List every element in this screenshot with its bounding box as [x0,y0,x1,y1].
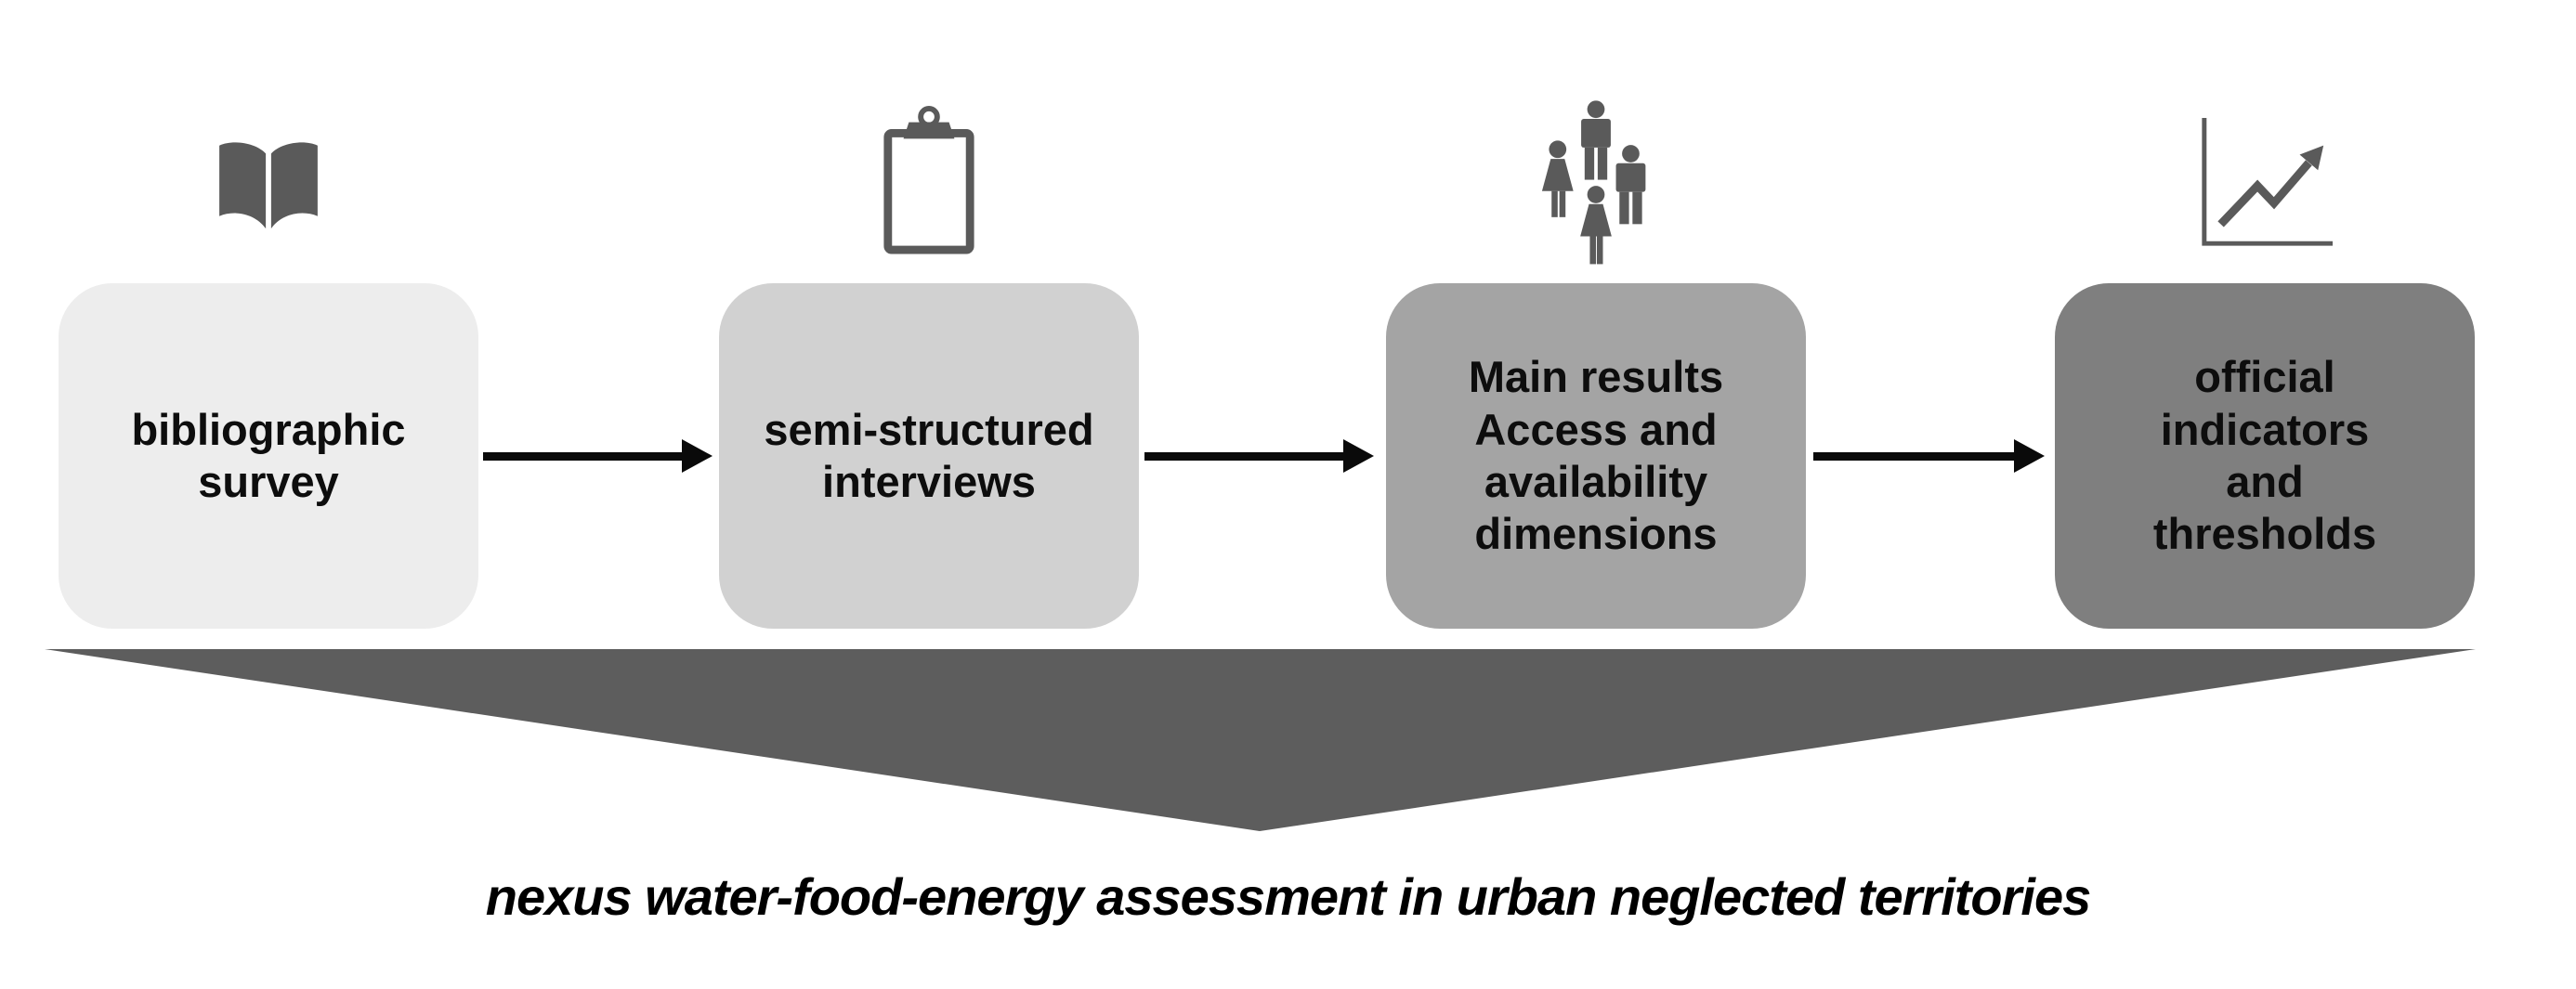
flow-arrow-2 [1144,439,1374,473]
step-icon-wrap [2191,85,2338,283]
step-icon-wrap [1541,85,1651,283]
step-icon-wrap [213,85,324,283]
step-semi-structured-interviews: semi-structured interviews [719,85,1139,629]
people-group-icon [1541,100,1646,265]
step-bibliographic-survey: bibliographic survey [59,85,478,629]
flow-arrow-1 [483,439,713,473]
funnel-triangle-shape [45,649,2476,831]
step-label: Main results Access and availability dim… [1468,352,1724,559]
step-official-indicators-thresholds: official indicators and thresholds [2055,85,2475,629]
line-chart-icon [2202,117,2334,246]
funnel-triangle [45,649,2476,831]
step-box: bibliographic survey [59,283,478,629]
step-main-results-access-availability: Main results Access and availability dim… [1386,85,1806,629]
step-box: semi-structured interviews [719,283,1139,629]
clipboard-icon [883,106,974,254]
step-box: Main results Access and availability dim… [1386,283,1806,629]
flow-arrow-3 [1813,439,2045,473]
diagram-caption: nexus water-food-energy assessment in ur… [485,867,2092,926]
step-box: official indicators and thresholds [2055,283,2475,629]
step-label: bibliographic survey [131,404,406,506]
step-label: semi-structured interviews [764,404,1094,506]
open-book-icon [219,142,318,229]
step-icon-wrap [880,85,978,283]
step-label: official indicators and thresholds [2152,352,2377,559]
